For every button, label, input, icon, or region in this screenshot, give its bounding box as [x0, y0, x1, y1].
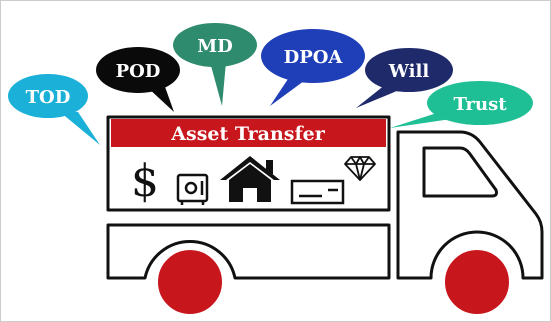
bubble-md-label: MD [197, 36, 233, 57]
bubble-pod-shape [96, 47, 180, 93]
bubble-will-tail [356, 84, 404, 108]
safe-icon [176, 173, 209, 205]
asset-transfer-banner: Asset Transfer [111, 119, 386, 147]
bubble-will-label: Will [388, 61, 430, 82]
bubble-dpoa-shape [261, 29, 365, 83]
bubble-md-tail [210, 62, 226, 106]
bubble-tod: TOD [8, 74, 100, 145]
diamond-icon [344, 156, 376, 181]
check-icon [290, 179, 345, 205]
banner-title: Asset Transfer [170, 123, 325, 145]
bubble-dpoa-tail [270, 76, 308, 106]
bubble-dpoa: DPOA [261, 29, 365, 106]
bubble-tod-shape [8, 74, 88, 118]
bubble-trust-label: Trust [453, 94, 507, 115]
bubble-md: MD [173, 23, 257, 106]
bubble-tod-label: TOD [26, 87, 71, 108]
bubble-pod-label: POD [116, 61, 161, 82]
truck-cab-window [422, 146, 498, 198]
bubble-trust: Trust [390, 81, 533, 128]
house-icon [220, 156, 280, 202]
bubble-pod: POD [96, 47, 180, 112]
cargo-icons: $ [131, 156, 376, 207]
bubble-will: Will [356, 48, 453, 108]
truck-chassis [106, 223, 391, 280]
banner-bg [111, 119, 386, 147]
truck [106, 115, 544, 318]
bubble-dpoa-label: DPOA [284, 47, 344, 68]
bubble-pod-tail [146, 84, 174, 112]
bubble-tod-tail [60, 112, 100, 145]
bubble-trust-shape [427, 81, 533, 125]
bubble-trust-tail [390, 112, 458, 128]
bubble-will-shape [365, 48, 453, 92]
bubble-md-shape [173, 23, 257, 67]
front-wheel [441, 246, 513, 318]
dollar-icon: $ [131, 156, 159, 207]
rear-wheel [154, 246, 226, 318]
